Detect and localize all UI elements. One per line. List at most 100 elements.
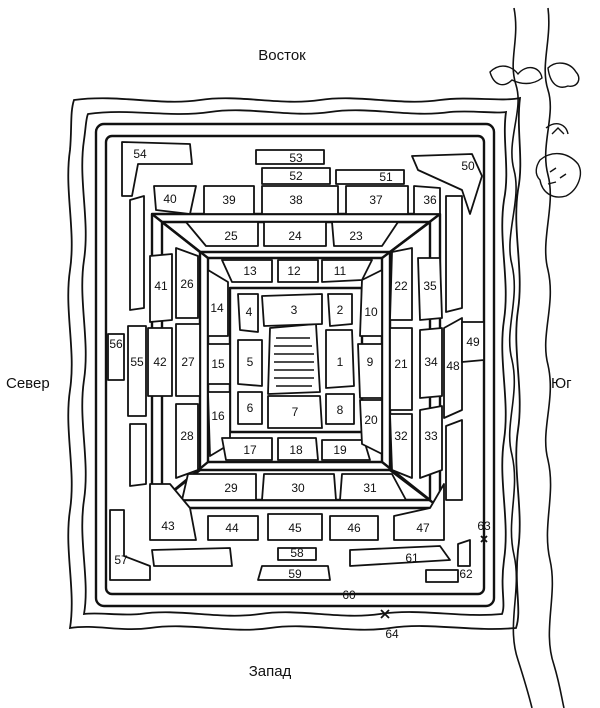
block-48 xyxy=(443,317,463,419)
block-18 xyxy=(277,437,319,461)
block-13 xyxy=(221,259,273,283)
block-label-22: 22 xyxy=(394,279,408,293)
block-label-6: 6 xyxy=(247,401,254,415)
block-label-49: 49 xyxy=(466,335,480,349)
block-41 xyxy=(149,253,173,323)
direction-north-label: Север xyxy=(6,375,50,392)
direction-south-label: Юг xyxy=(551,375,572,392)
block-37 xyxy=(345,185,409,215)
block-label-19: 19 xyxy=(333,443,347,457)
block-label-27: 27 xyxy=(181,355,195,369)
block-46 xyxy=(329,515,379,541)
block-label-18: 18 xyxy=(289,443,303,457)
block-12 xyxy=(277,259,319,283)
block-label-34: 34 xyxy=(424,355,438,369)
block-label-58: 58 xyxy=(290,546,304,560)
outer-wall xyxy=(67,96,522,631)
block-label-38: 38 xyxy=(289,193,303,207)
block-17 xyxy=(221,437,273,461)
block-8 xyxy=(325,393,355,425)
block-51 xyxy=(335,169,405,185)
block-label-43: 43 xyxy=(161,519,175,533)
block-label-48: 48 xyxy=(446,359,460,373)
block-35 xyxy=(417,257,443,321)
block-9 xyxy=(357,343,383,399)
block-2 xyxy=(327,293,353,327)
block-23 xyxy=(331,221,399,247)
block-label-10: 10 xyxy=(364,305,378,319)
block-50 xyxy=(411,153,483,215)
block-label-17: 17 xyxy=(243,443,257,457)
block-4 xyxy=(237,293,259,333)
block-34 xyxy=(419,327,443,399)
block-label-45: 45 xyxy=(288,521,302,535)
block-6 xyxy=(237,391,263,425)
gate-markers: 63 64 xyxy=(380,519,491,641)
block-label-24: 24 xyxy=(288,229,302,243)
block-label-41: 41 xyxy=(154,279,168,293)
block-label-14: 14 xyxy=(210,301,224,315)
block-53 xyxy=(255,149,325,165)
block-label-33: 33 xyxy=(424,429,438,443)
block-label-26: 26 xyxy=(180,277,194,291)
block-label-16: 16 xyxy=(211,409,225,423)
city-blocks xyxy=(107,141,485,583)
block-label-11: 11 xyxy=(334,264,347,278)
block-label-5: 5 xyxy=(247,355,254,369)
trees xyxy=(489,62,582,198)
block-label-3: 3 xyxy=(291,303,298,317)
block-label-32: 32 xyxy=(394,429,408,443)
block-label-21: 21 xyxy=(394,357,408,371)
block-14 xyxy=(207,269,229,337)
block-26 xyxy=(175,247,199,319)
block-1 xyxy=(325,329,355,389)
block-44 xyxy=(207,515,259,541)
block-36 xyxy=(413,185,441,215)
block-label-46: 46 xyxy=(347,521,361,535)
block-label-62: 62 xyxy=(459,567,473,581)
block-20 xyxy=(359,399,383,455)
block-15 xyxy=(207,343,231,385)
block-28 xyxy=(175,403,199,479)
block-29 xyxy=(181,473,257,501)
block-label-39: 39 xyxy=(222,193,236,207)
marker-63-label: 63 xyxy=(477,519,491,533)
block-56 xyxy=(107,333,125,381)
direction-west-label: Запад xyxy=(249,663,292,680)
block-label-28: 28 xyxy=(180,429,194,443)
block-label-9: 9 xyxy=(367,355,374,369)
block-33 xyxy=(419,405,443,479)
block-label-61: 61 xyxy=(405,551,419,565)
block-3 xyxy=(261,293,323,327)
block-61 xyxy=(349,545,451,567)
block-label-23: 23 xyxy=(349,229,363,243)
block-label-59: 59 xyxy=(288,567,302,581)
block-7 xyxy=(267,395,323,429)
block-label-50: 50 xyxy=(461,159,475,173)
block-label-2: 2 xyxy=(337,303,344,317)
block-22 xyxy=(389,247,413,321)
block-27 xyxy=(175,323,201,397)
block-label-29: 29 xyxy=(224,481,238,495)
block-21 xyxy=(389,327,413,411)
block-label-44: 44 xyxy=(225,521,239,535)
block-label-54: 54 xyxy=(133,147,147,161)
block-42 xyxy=(147,327,173,397)
block-47 xyxy=(393,483,445,541)
block-39 xyxy=(203,185,255,215)
block-label-30: 30 xyxy=(291,481,305,495)
block-5 xyxy=(237,339,263,387)
block-label-13: 13 xyxy=(243,264,257,278)
block-58 xyxy=(277,547,317,561)
marker-64-label: 64 xyxy=(385,627,399,641)
block-40 xyxy=(153,185,197,215)
block-25 xyxy=(185,221,259,247)
block-24 xyxy=(263,221,327,247)
block-62 xyxy=(425,569,459,583)
block-label-52: 52 xyxy=(289,169,303,183)
block-label-56: 56 xyxy=(109,337,123,351)
block-label-20: 20 xyxy=(364,413,378,427)
block-19 xyxy=(321,439,371,461)
marker-64-cross xyxy=(380,609,390,619)
block-numbers: 1 2 3 4 5 6 7 8 9 10 11 12 13 14 15 16 1… xyxy=(109,147,480,602)
